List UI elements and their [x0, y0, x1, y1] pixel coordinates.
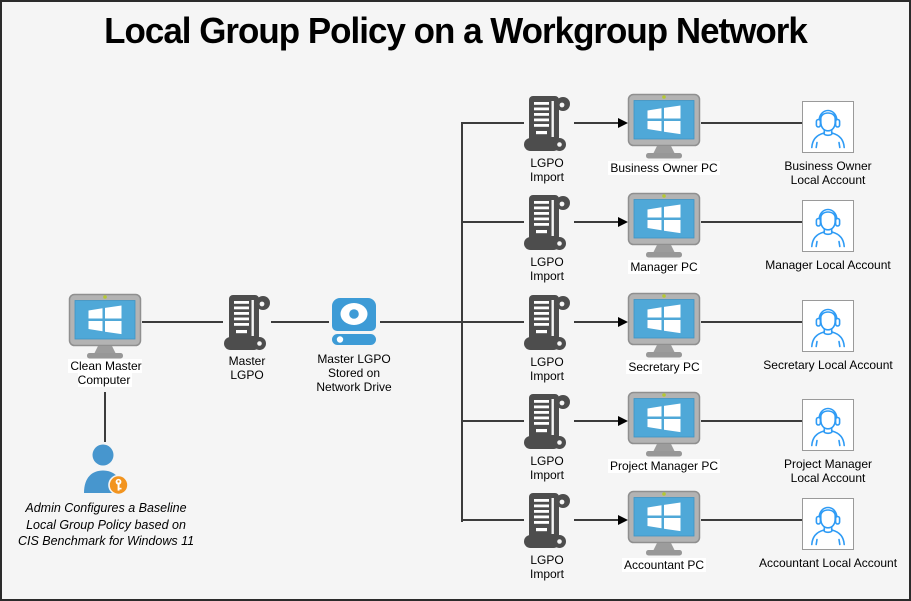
- master-lgpo-scroll: [222, 293, 272, 356]
- windows-pc-icon: [627, 490, 701, 556]
- connector-computer-to-admin: [104, 392, 106, 442]
- pc-label: Secretary PC: [626, 360, 702, 374]
- lgpo-import-scroll: [522, 392, 572, 455]
- lgpo-import-scroll: [522, 193, 572, 256]
- connector-import-to-pc: [574, 420, 620, 422]
- windows-pc-icon: [627, 192, 701, 258]
- local-account-box: [802, 300, 854, 352]
- connector-computer-to-masterlgpo: [142, 321, 223, 323]
- network-drive-label: Master LGPO Stored on Network Drive: [316, 352, 392, 394]
- arrowhead-icon: [618, 416, 628, 426]
- local-account-box: [802, 101, 854, 153]
- policy-scroll-icon: [524, 195, 570, 250]
- workstation-pc: [627, 391, 701, 463]
- user-outline-icon: [811, 208, 845, 248]
- connector-branch-to-import: [461, 321, 524, 323]
- pc-label: Accountant PC: [621, 558, 707, 572]
- local-account-label: Secretary Local Account: [763, 358, 893, 372]
- connector-pc-to-account: [701, 519, 802, 521]
- connector-masterlgpo-to-drive: [271, 321, 329, 323]
- arrowhead-icon: [618, 217, 628, 227]
- local-account-label: Accountant Local Account: [758, 556, 898, 570]
- policy-scroll-icon: [524, 394, 570, 449]
- windows-logo-icon: [647, 502, 681, 532]
- arrowhead-icon: [618, 515, 628, 525]
- connector-pc-to-account: [701, 321, 802, 323]
- admin-user: [80, 443, 132, 500]
- master-lgpo-label: Master LGPO: [228, 354, 266, 382]
- policy-scroll-icon: [224, 295, 270, 350]
- clean-master-computer: [68, 293, 142, 365]
- connector-import-to-pc: [574, 122, 620, 124]
- user-outline-icon: [811, 506, 845, 546]
- workstation-pc: [627, 292, 701, 364]
- lgpo-import-scroll: [522, 293, 572, 356]
- lgpo-import-label: LGPO Import: [529, 454, 564, 482]
- pc-label: Business Owner PC: [608, 161, 720, 175]
- arrowhead-icon: [618, 118, 628, 128]
- windows-pc-icon: [627, 292, 701, 358]
- windows-logo-icon: [647, 403, 681, 433]
- network-drive-icon: [332, 298, 376, 345]
- connector-branch-to-import: [461, 221, 524, 223]
- clean-master-computer-label: Clean Master Computer: [68, 359, 142, 387]
- connector-import-to-pc: [574, 321, 620, 323]
- user-outline-icon: [811, 407, 845, 447]
- connector-import-to-pc: [574, 221, 620, 223]
- windows-pc-icon: [627, 391, 701, 457]
- diagram-title: Local Group Policy on a Workgroup Networ…: [104, 10, 808, 51]
- lgpo-import-scroll: [522, 94, 572, 157]
- pc-label: Project Manager PC: [607, 459, 721, 473]
- pc-label: Manager PC: [628, 260, 700, 274]
- connector-branch-to-import: [461, 519, 524, 521]
- policy-scroll-icon: [524, 493, 570, 548]
- connector-pc-to-account: [701, 420, 802, 422]
- network-drive: [329, 296, 379, 351]
- connector-branch-to-import: [461, 122, 524, 124]
- lgpo-import-label: LGPO Import: [529, 156, 564, 184]
- lgpo-import-scroll: [522, 491, 572, 554]
- local-account-box: [802, 399, 854, 451]
- connector-import-to-pc: [574, 519, 620, 521]
- lgpo-import-label: LGPO Import: [529, 355, 564, 383]
- connector-branch-to-import: [461, 420, 524, 422]
- lgpo-import-label: LGPO Import: [529, 553, 564, 581]
- windows-logo-icon: [647, 304, 681, 334]
- arrowhead-icon: [618, 317, 628, 327]
- local-account-label: Project Manager Local Account: [783, 457, 873, 485]
- local-account-box: [802, 498, 854, 550]
- user-outline-icon: [811, 109, 845, 149]
- local-account-label: Manager Local Account: [765, 258, 891, 272]
- windows-logo-icon: [647, 204, 681, 234]
- workstation-pc: [627, 490, 701, 562]
- admin-user-key-icon: [84, 444, 129, 496]
- local-account-label: Business Owner Local Account: [784, 159, 872, 187]
- policy-scroll-icon: [524, 96, 570, 151]
- connector-drive-to-branch: [380, 321, 524, 323]
- policy-scroll-icon: [524, 295, 570, 350]
- windows-pc-icon: [68, 293, 142, 359]
- connector-pc-to-account: [701, 221, 802, 223]
- lgpo-import-label: LGPO Import: [529, 255, 564, 283]
- windows-logo-icon: [88, 305, 122, 335]
- workstation-pc: [627, 192, 701, 264]
- user-outline-icon: [811, 308, 845, 348]
- local-account-box: [802, 200, 854, 252]
- windows-pc-icon: [627, 93, 701, 159]
- workstation-pc: [627, 93, 701, 165]
- admin-caption: Admin Configures a Baseline Local Group …: [17, 501, 195, 548]
- connector-pc-to-account: [701, 122, 802, 124]
- windows-logo-icon: [647, 105, 681, 135]
